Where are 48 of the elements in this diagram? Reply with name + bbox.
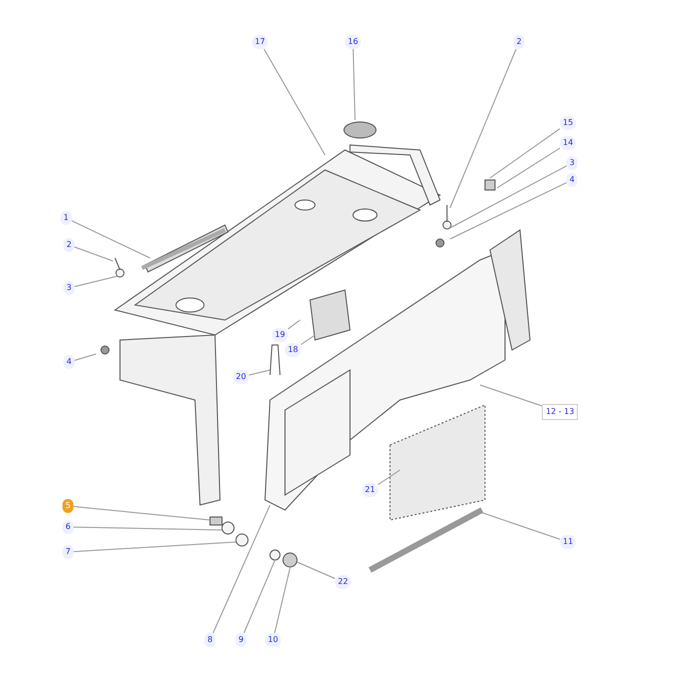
callout-number: 16 (344, 35, 362, 49)
leader-line (264, 48, 326, 156)
leader-line (274, 568, 290, 634)
leader-line (74, 354, 96, 361)
leader-line (300, 334, 316, 345)
callout-number: 3 (566, 156, 578, 170)
callout-number: 2 (513, 35, 525, 49)
leader-line (480, 384, 542, 406)
callout-number: 8 (204, 633, 216, 647)
leader-line (450, 182, 567, 240)
callout-number: 4 (566, 173, 578, 187)
leader-line (490, 128, 560, 178)
callout-number: 6 (62, 520, 74, 534)
callout-number: 22 (334, 575, 352, 589)
callout-number: 15 (560, 116, 576, 130)
callout-number: 17 (252, 35, 268, 49)
leader-line (73, 526, 222, 530)
leader-line (496, 148, 560, 188)
callout-number: 5 (62, 499, 74, 513)
leader-line (378, 470, 400, 486)
callout-number: 3 (63, 281, 75, 295)
callout-number: 12 - 13 (542, 404, 578, 420)
leader-line (74, 276, 118, 288)
callout-number: 20 (232, 370, 250, 384)
leader-line (74, 246, 114, 262)
leader-line (296, 562, 336, 579)
callout-number: 11 (560, 535, 576, 549)
callout-number: 9 (235, 633, 247, 647)
leader-line (288, 320, 300, 330)
callout-number: 1 (60, 211, 72, 225)
callout-number: 10 (264, 633, 282, 647)
callout-number: 7 (62, 545, 74, 559)
leader-line (243, 560, 276, 634)
leader-line (450, 48, 517, 208)
leader-line (71, 220, 150, 258)
callout-number: 14 (560, 136, 576, 150)
leader-line (352, 48, 356, 120)
leader-line (480, 512, 560, 540)
leader-line (73, 506, 210, 520)
callout-number: 4 (63, 355, 75, 369)
callout-number: 19 (272, 328, 288, 342)
leader-line (450, 165, 567, 228)
leader-line (248, 370, 270, 376)
callout-number: 2 (63, 238, 75, 252)
leader-line (73, 542, 236, 552)
callout-number: 21 (362, 483, 378, 497)
callout-number: 18 (284, 343, 302, 357)
leader-line (212, 504, 270, 634)
